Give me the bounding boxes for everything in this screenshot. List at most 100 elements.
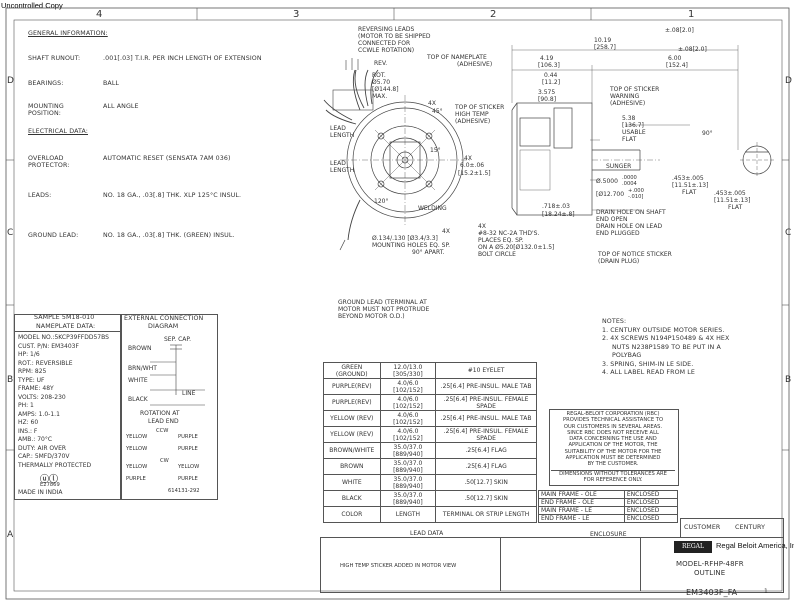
- ccw-purple-2: PURPLE: [178, 446, 198, 452]
- lead-length: 4.0/6.0 [102/152]: [379, 426, 437, 443]
- lead-length: 35.0/37.0 [889/940]: [379, 474, 437, 491]
- lead-length: 35.0/37.0 [889/940]: [379, 458, 437, 475]
- lead-color: COLOR: [323, 506, 381, 523]
- welding-label: WELDING: [418, 205, 447, 212]
- wire-white: WHITE: [128, 377, 148, 384]
- dim-718: .718±.03: [542, 203, 570, 210]
- nameplate-lines: MODEL NO.:5KCP39FFDD57BS CUST. P/N: EM34…: [18, 334, 109, 469]
- lead-length: LENGTH: [379, 506, 437, 523]
- leads-value: NO. 18 GA., .03[.8] THK. XLP 125°C INSUL…: [103, 192, 242, 199]
- lead-color: WHITE: [323, 474, 381, 491]
- frame-name: END FRAME - OLE: [538, 498, 625, 507]
- four-x-1: 4X: [428, 100, 436, 107]
- warning-sticker-note: TOP OF STICKER WARNING (ADHESIVE): [610, 86, 660, 107]
- dim-008-top: ±.08[2.0]: [665, 27, 694, 34]
- electrical-heading: ELECTRICAL DATA:: [28, 128, 88, 135]
- title-block: [320, 537, 784, 593]
- ccw-label: CCW: [156, 428, 169, 434]
- angle-90: 90°: [702, 130, 713, 137]
- connection-lines: [150, 344, 205, 406]
- lead-color: YELLOW (REV): [323, 410, 381, 427]
- wire-brown: BROWN: [128, 345, 152, 352]
- reversing-leads-note: REVERSING LEADS (MOTOR TO BE SHIPPED CON…: [358, 26, 431, 54]
- lead-length: 4.0/6.0 [102/152]: [379, 410, 437, 427]
- frame-enclosure: ENCLOSED: [623, 514, 679, 523]
- grid-col-1: 1: [688, 9, 695, 20]
- wire-black: BLACK: [128, 396, 148, 403]
- dim-044: 0.44: [544, 72, 558, 79]
- shaft-diameter: Ø.5000: [596, 178, 618, 185]
- enclosure-caption: ENCLOSURE: [590, 531, 627, 538]
- grid-row-a: A: [7, 530, 14, 540]
- notes-block: NOTES: 1. CENTURY OUTSIDE MOTOR SERIES. …: [602, 318, 730, 376]
- lead-color: YELLOW (REV): [323, 426, 381, 443]
- frame-name: MAIN FRAME - LE: [538, 506, 625, 515]
- angle-120: 120°: [374, 198, 389, 205]
- usable-flat-dims: 5.38 [136.7] USABLE FLAT: [622, 115, 646, 143]
- dim-6: 6.0±.06: [460, 162, 485, 169]
- mounting-value: ALL ANGLE: [103, 103, 139, 110]
- dim-718-mm: [18.24±.8]: [542, 211, 575, 218]
- ccw-yellow-2: YELLOW: [126, 446, 148, 452]
- company-name: Regal Beloit America, Inc.: [716, 541, 794, 550]
- lead-terminal: .25[6.4] PRE-INSUL. MALE TAB: [435, 410, 537, 427]
- lead-length: 35.0/37.0 [889/940]: [379, 442, 437, 459]
- customer-label: CUSTOMER: [684, 524, 721, 531]
- lead-color: GREEN (GROUND): [323, 362, 381, 379]
- lead-row: PURPLE(REV)4.0/6.0 [102/152].25[6.4] PRE…: [323, 394, 537, 411]
- lead-color: BROWN/WHITE: [323, 442, 381, 459]
- nameplate-note: TOP OF NAMEPLATE (ADHESIVE): [427, 54, 493, 68]
- grid-row-b-right: B: [785, 375, 792, 385]
- cw-label: CW: [160, 458, 169, 464]
- sunger-label: SUNGER: [606, 163, 632, 170]
- lead-terminal: .50[12.7] SKIN: [435, 490, 537, 507]
- revision-area: [320, 537, 501, 591]
- lead-length: 4.0/6.0 [102/152]: [379, 394, 437, 411]
- ccw-yellow-1: YELLOW: [126, 434, 148, 440]
- frame-enclosure: ENCLOSED: [623, 506, 679, 515]
- lead-length: 4.0/6.0 [102/152]: [379, 378, 437, 395]
- overload-value: AUTOMATIC RESET (SENSATA 7AM 036): [103, 155, 231, 162]
- angle-45: 45°: [432, 108, 443, 115]
- frame-name: END FRAME - LE: [538, 514, 625, 523]
- company-logo: REGAL: [674, 541, 712, 553]
- sheet-number: 1: [764, 588, 768, 595]
- bolt-circle-note: 4X #8-32 NC-2A THD'S. PLACES EQ. SP. ON …: [478, 223, 555, 258]
- lead-terminal: .25[6.4] PRE-INSUL. FEMALE SPADE: [435, 426, 537, 443]
- overload-label: OVERLOAD: [28, 155, 64, 162]
- disclaimer-box: [549, 409, 679, 486]
- lead-terminal: TERMINAL OR STRIP LENGTH: [435, 506, 537, 523]
- lead-terminal: .25[6.4] PRE-INSUL. MALE TAB: [435, 378, 537, 395]
- approvals-area: [500, 537, 641, 591]
- dim-600: 6.00: [668, 55, 682, 62]
- lead-color: PURPLE(REV): [323, 378, 381, 395]
- outline-label: OUTLINE: [694, 569, 726, 577]
- lead-row: YELLOW (REV)4.0/6.0 [102/152].25[6.4] PR…: [323, 410, 537, 427]
- revision-note: HIGH TEMP STICKER ADDED IN MOTOR VIEW: [340, 563, 457, 569]
- cw-yellow-1: YELLOW: [126, 464, 148, 470]
- notice-sticker-note: TOP OF NOTICE STICKER (DRAIN PLUG): [598, 251, 672, 265]
- sample-subtitle: NAMEPLATE DATA:: [36, 323, 96, 330]
- bearings-label: BEARINGS:: [28, 80, 64, 87]
- frame-enclosure: ENCLOSED: [623, 498, 679, 507]
- connection-diagram-box: [120, 314, 218, 500]
- lead-row: PURPLE(REV)4.0/6.0 [102/152].25[6.4] PRE…: [323, 378, 537, 395]
- dim-008-b: ±.08[2.0]: [678, 46, 707, 53]
- wire-brn-wht: BRN/WHT: [128, 365, 157, 372]
- leads-label: LEADS:: [28, 192, 52, 199]
- dim-419: 4.19: [540, 55, 554, 62]
- frame-enclosure: ENCLOSED: [623, 490, 679, 499]
- four-x-2: 4X: [464, 155, 472, 162]
- flat-dim-1: .453±.005 [11.51±.13] FLAT: [672, 175, 709, 196]
- lead-length-2: LEAD LENGTH: [330, 160, 355, 174]
- made-in: MADE IN INDIA: [18, 489, 63, 496]
- motor-front-view: [323, 58, 470, 251]
- bearings-value: BALL: [103, 80, 120, 87]
- disclaimer-text: REGAL-BELOIT CORPORATION (RBC) PROVIDES …: [551, 411, 675, 483]
- mounting-label-2: POSITION:: [28, 110, 61, 117]
- dim-1019: 10.19: [594, 37, 612, 44]
- flat-dim-2: .453±.005 [11.51±.13] FLAT: [714, 190, 751, 211]
- rot-label: ROT. Ø5.70 [Ø144.8] MAX.: [372, 72, 399, 100]
